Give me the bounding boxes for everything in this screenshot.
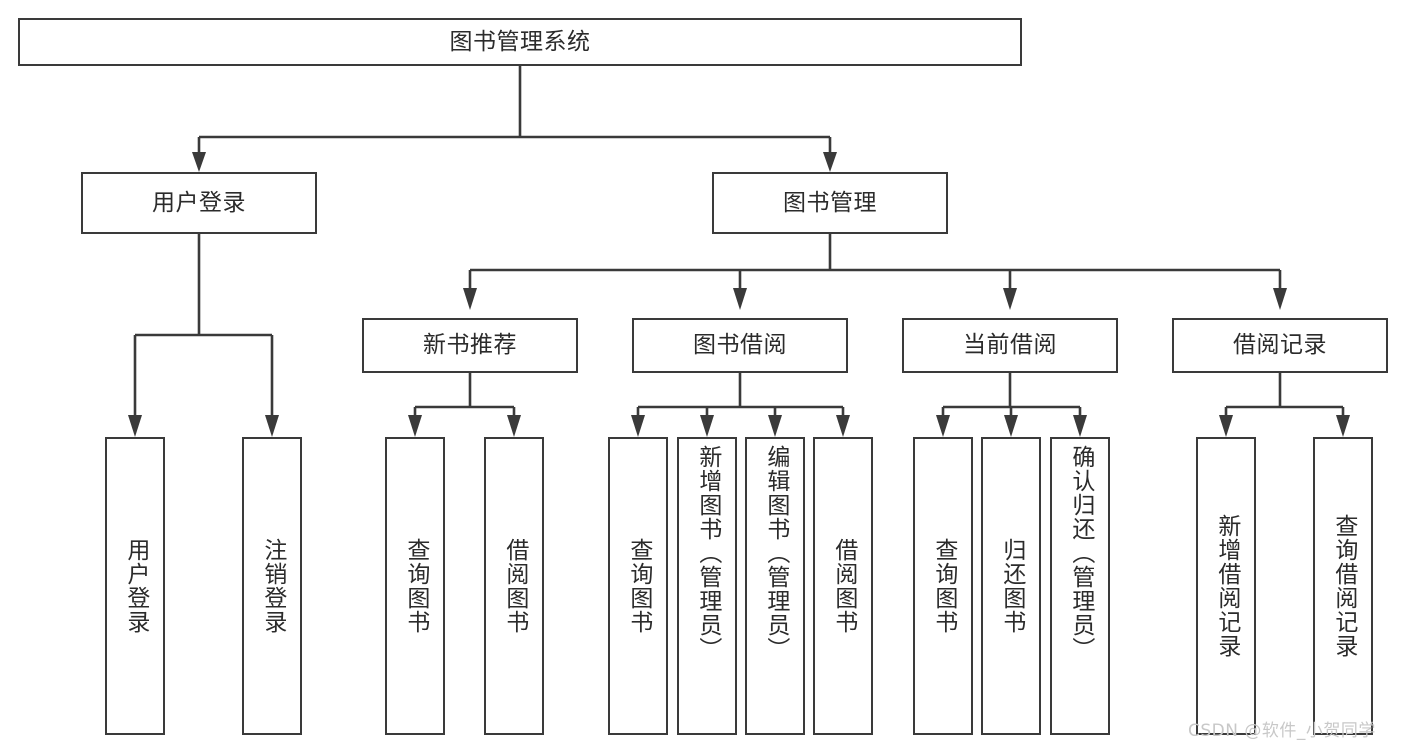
node-label: 注销登录: [259, 538, 286, 634]
leaf-query-borrow-record[interactable]: 查询借阅记录: [1313, 437, 1373, 735]
node-root-system[interactable]: 图书管理系统: [18, 18, 1022, 66]
leaf-query-book-borrow[interactable]: 查询图书: [608, 437, 668, 735]
node-current-borrow[interactable]: 当前借阅: [902, 318, 1118, 373]
node-label: 新增借阅记录: [1213, 514, 1240, 658]
node-user-login[interactable]: 用户登录: [81, 172, 317, 234]
node-label: 图书管理系统: [449, 28, 591, 55]
leaf-borrow-book[interactable]: 借阅图书: [813, 437, 873, 735]
leaf-return-book[interactable]: 归还图书: [981, 437, 1041, 735]
node-label: 借阅图书: [830, 538, 857, 634]
node-label: 新书推荐: [423, 332, 517, 359]
node-label: 图书管理: [783, 189, 877, 216]
node-new-book-recommend[interactable]: 新书推荐: [362, 318, 578, 373]
leaf-edit-book-admin[interactable]: 编辑图书（管理员）: [745, 437, 805, 735]
node-label: 查询图书: [625, 538, 652, 634]
node-label: 查询图书: [930, 538, 957, 634]
node-label: 归还图书: [998, 538, 1025, 634]
node-label: 查询借阅记录: [1330, 514, 1357, 658]
leaf-borrow-book-new[interactable]: 借阅图书: [484, 437, 544, 735]
watermark: CSDN @软件_小贺同学: [1188, 721, 1376, 741]
node-book-management[interactable]: 图书管理: [712, 172, 948, 234]
node-book-borrow[interactable]: 图书借阅: [632, 318, 848, 373]
leaf-logout[interactable]: 注销登录: [242, 437, 302, 735]
leaf-confirm-return-admin[interactable]: 确认归还（管理员）: [1050, 437, 1110, 735]
node-label: 新增图书（管理员）: [694, 445, 721, 661]
node-label: 当前借阅: [963, 332, 1057, 359]
node-label: 查询图书: [402, 538, 429, 634]
leaf-query-book-new[interactable]: 查询图书: [385, 437, 445, 735]
leaf-add-book-admin[interactable]: 新增图书（管理员）: [677, 437, 737, 735]
node-label: 借阅记录: [1233, 332, 1327, 359]
node-label: 借阅图书: [501, 538, 528, 634]
node-label: 用户登录: [152, 189, 246, 216]
node-label: 确认归还（管理员）: [1067, 445, 1094, 661]
leaf-query-book-current[interactable]: 查询图书: [913, 437, 973, 735]
node-label: 编辑图书（管理员）: [762, 445, 789, 661]
node-label: 图书借阅: [693, 332, 787, 359]
leaf-user-login[interactable]: 用户登录: [105, 437, 165, 735]
leaf-add-borrow-record[interactable]: 新增借阅记录: [1196, 437, 1256, 735]
node-borrow-record[interactable]: 借阅记录: [1172, 318, 1388, 373]
node-label: 用户登录: [122, 538, 149, 634]
